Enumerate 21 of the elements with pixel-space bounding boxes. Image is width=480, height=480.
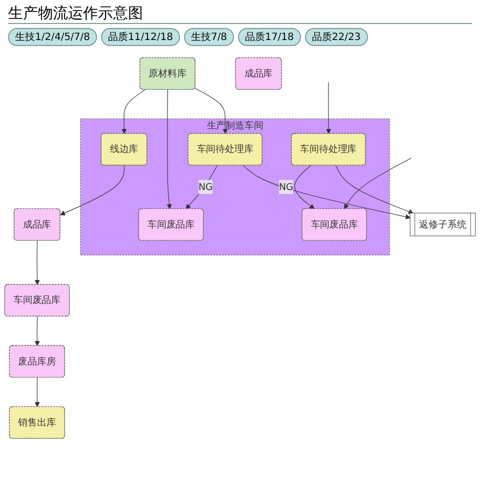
arrow xyxy=(294,165,315,210)
arrow xyxy=(34,316,40,346)
oval-note: 品质11/12/18 xyxy=(101,28,180,46)
arrow xyxy=(336,165,414,214)
oval-note: 生技1/2/4/5/7/8 xyxy=(8,28,98,46)
arrow xyxy=(186,165,218,210)
arrow xyxy=(344,158,412,210)
edge-label: NG xyxy=(279,181,294,192)
arrow xyxy=(194,88,228,134)
arrow xyxy=(166,89,172,210)
oval-note: 生技7/8 xyxy=(184,28,234,46)
arrow xyxy=(60,165,125,216)
oval-note: 品质17/18 xyxy=(238,28,301,46)
arrow xyxy=(34,377,40,408)
diagram-title: 生产物流运作示意图 xyxy=(8,4,472,24)
arrow xyxy=(34,240,40,285)
edge-label: NG xyxy=(198,181,213,192)
arrow xyxy=(122,89,146,134)
arrow xyxy=(242,165,411,220)
arrow xyxy=(326,82,332,134)
oval-note: 品质22/23 xyxy=(304,28,368,46)
